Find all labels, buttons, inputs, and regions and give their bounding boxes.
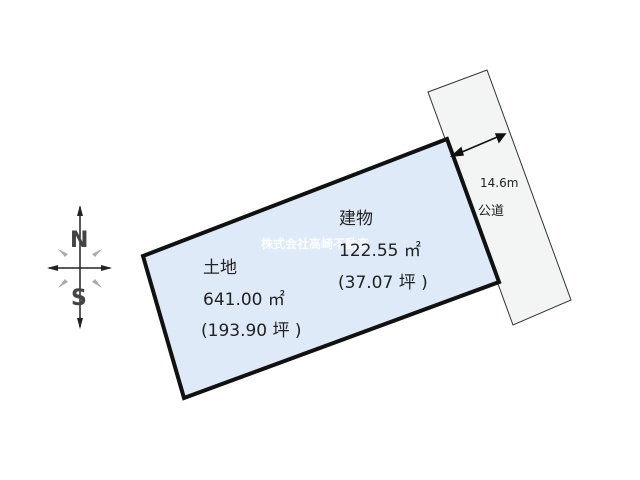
building-area-tsubo: (37.07 坪 ): [338, 273, 428, 293]
building-label: 建物: [339, 209, 373, 229]
land-area-tsubo: (193.90 坪 ): [201, 321, 302, 341]
building-area-sqm: 122.55 ㎡: [339, 241, 421, 261]
land-area-sqm: 641.00 ㎡: [203, 290, 285, 310]
road-width-arrow: [449, 133, 507, 157]
road-width-label: 14.6m: [480, 176, 519, 190]
compass-north-label: N: [70, 228, 89, 253]
compass-south-label: S: [71, 286, 87, 311]
compass-icon: [47, 205, 112, 329]
land-label: 土地: [203, 258, 237, 278]
land-lot: [140, 136, 502, 401]
watermark: 株式会社高崎不動産: [261, 237, 370, 251]
road-name-label: 公道: [478, 204, 505, 219]
